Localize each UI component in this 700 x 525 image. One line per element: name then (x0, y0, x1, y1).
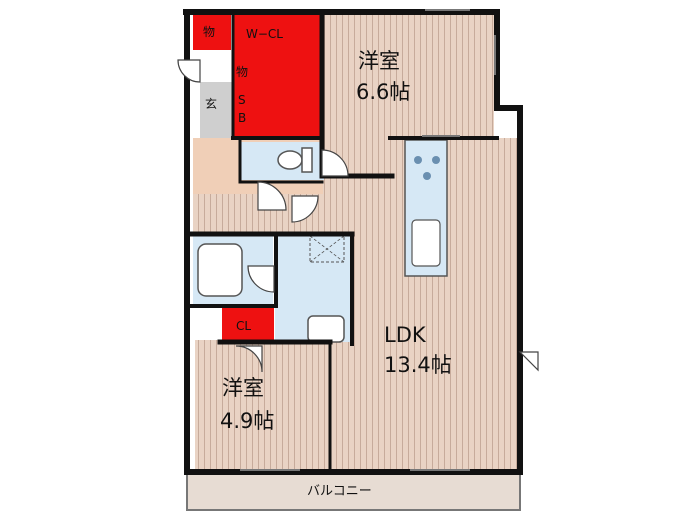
door-swings (177, 59, 539, 373)
storage-small-label: 物 (236, 65, 248, 79)
balcony-floor (186, 471, 521, 511)
ldk-name: LDK (384, 323, 427, 347)
western-room-2-name: 洋室 (222, 376, 264, 400)
shoe-box (233, 86, 253, 136)
western-room-2-size: 4.9帖 (220, 409, 274, 433)
western-room-1-size: 6.6帖 (356, 80, 410, 104)
window-marks (240, 9, 496, 471)
ldk-size: 13.4帖 (384, 353, 452, 377)
storage-top (193, 14, 231, 50)
balcony-label: バルコニー (307, 484, 372, 499)
closet-label: CL (236, 319, 251, 333)
walk-in-closet-label: W−CL (246, 27, 283, 41)
closet (222, 308, 274, 342)
western-room-1-name: 洋室 (358, 49, 400, 73)
stove-burner-icon (432, 156, 440, 164)
stove-burner-icon (423, 172, 431, 180)
storage-top-label: 物 (203, 25, 215, 39)
entrance-floor (200, 82, 233, 138)
walls (183, 9, 523, 475)
shoe-box-label-b: B (238, 111, 246, 125)
bathtub-icon (197, 243, 243, 297)
toilet-icon (277, 150, 303, 170)
stove-burner-icon (414, 156, 422, 164)
washbasin-icon (307, 315, 345, 343)
entrance-label: 玄 (205, 96, 217, 111)
shoe-box-label-s: S (238, 93, 246, 107)
kitchen-sink-icon (411, 219, 441, 267)
storage-small (233, 58, 253, 84)
